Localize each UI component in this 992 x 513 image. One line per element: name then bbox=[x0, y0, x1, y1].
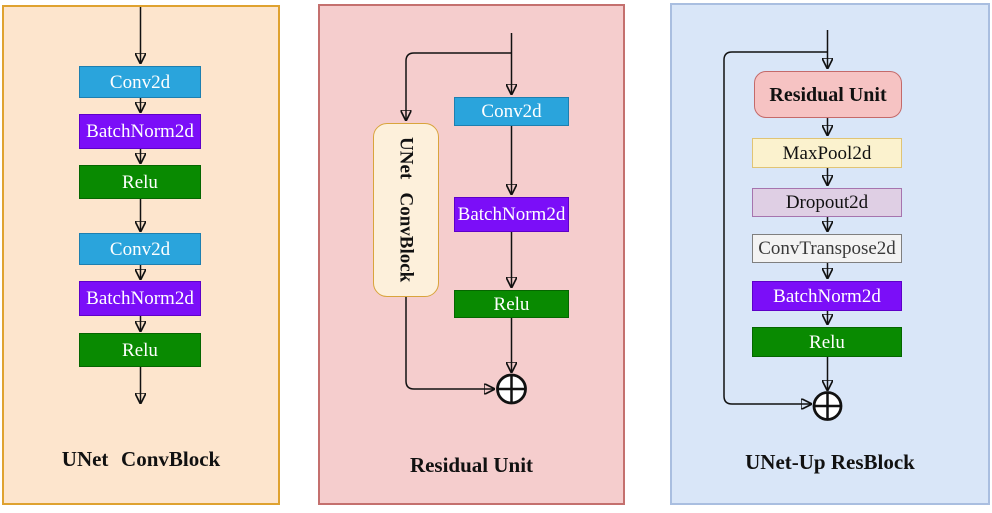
middle-panel-title: Residual Unit bbox=[409, 453, 534, 477]
unet-convblock-side-block: UNet ConvBlock bbox=[373, 123, 439, 297]
conv2d-block: Conv2d bbox=[454, 97, 569, 126]
conv2d-block: Conv2d bbox=[79, 66, 201, 98]
relu-block: Relu bbox=[79, 333, 201, 367]
right-panel-title: UNet-Up ResBlock bbox=[745, 450, 915, 474]
residual-unit-block: Residual Unit bbox=[754, 71, 902, 118]
batchnorm2d-block: BatchNorm2d bbox=[79, 114, 201, 149]
relu-block: Relu bbox=[79, 165, 201, 199]
left-panel-title: UNet ConvBlock bbox=[61, 447, 221, 471]
batchnorm2d-block: BatchNorm2d bbox=[752, 281, 902, 311]
conv2d-block: Conv2d bbox=[79, 233, 201, 265]
relu-block: Relu bbox=[454, 290, 569, 318]
relu-block: Relu bbox=[752, 327, 902, 357]
convtranspose2d-block: ConvTranspose2d bbox=[752, 234, 902, 263]
batchnorm2d-block: BatchNorm2d bbox=[454, 197, 569, 232]
batchnorm2d-block: BatchNorm2d bbox=[79, 281, 201, 316]
maxpool2d-block: MaxPool2d bbox=[752, 138, 902, 168]
residual-unit-panel bbox=[318, 4, 625, 505]
dropout2d-block: Dropout2d bbox=[752, 188, 902, 217]
